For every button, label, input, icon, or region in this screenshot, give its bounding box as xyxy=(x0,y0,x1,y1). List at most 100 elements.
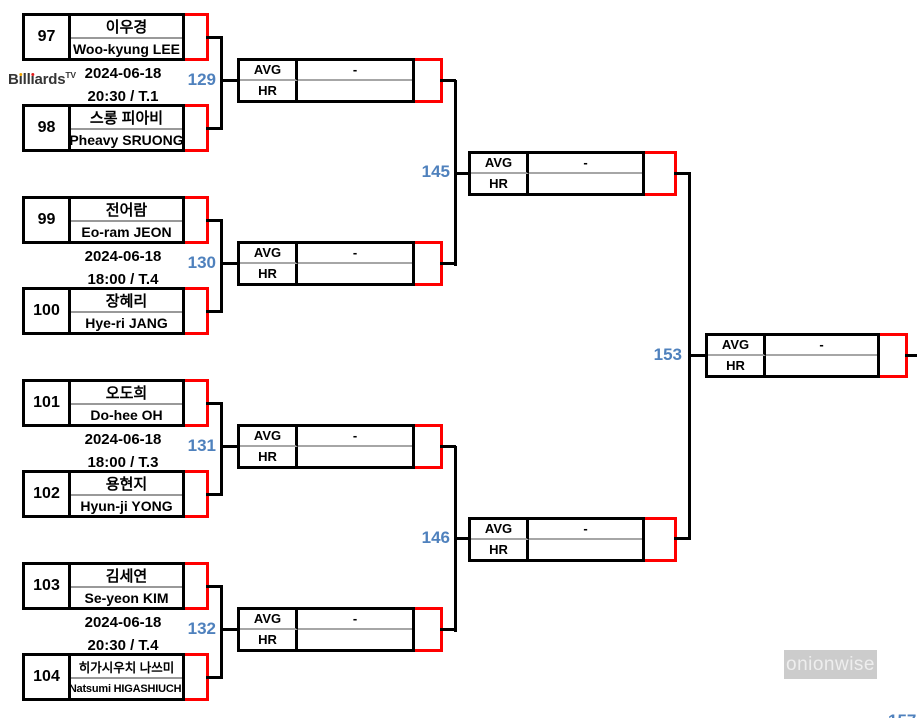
avg-value: - xyxy=(529,154,642,174)
match-time: 20:30 / T.4 xyxy=(87,637,159,654)
match-time: 18:00 / T.3 xyxy=(87,454,159,471)
avg-label: AVG xyxy=(240,427,298,447)
bracket-line xyxy=(220,36,223,130)
player-box: 97 이우경 Woo-kyung LEE xyxy=(22,13,185,61)
logo-tv-superscript: TV xyxy=(65,70,76,80)
stats-table: AVG - HR xyxy=(237,241,415,286)
bracket-line xyxy=(220,219,223,313)
hr-value xyxy=(529,540,642,560)
player-name-en: Do-hee OH xyxy=(90,406,163,423)
player-names: 장혜리 Hye-ri JANG xyxy=(71,290,182,332)
bracket-line xyxy=(440,262,456,265)
avg-value: - xyxy=(298,244,412,264)
player-box: 103 김세연 Se-yeon KIM xyxy=(22,562,185,610)
stats-table: AVG - HR xyxy=(705,333,880,378)
bracket-line xyxy=(206,493,223,496)
bracket-line xyxy=(440,628,456,631)
match-date: 2024-06-18 xyxy=(84,65,162,82)
hr-label: HR xyxy=(240,629,298,649)
player-name-kr: 스롱 피아비 xyxy=(71,107,182,131)
avg-label: AVG xyxy=(240,61,298,81)
avg-value: - xyxy=(766,336,877,356)
match-number: 153 xyxy=(653,345,682,364)
avg-label: AVG xyxy=(240,244,298,264)
hr-label: HR xyxy=(240,446,298,466)
bracket-line xyxy=(206,676,223,679)
player-names: 용현지 Hyun-ji YONG xyxy=(71,473,182,515)
match-group-131: 101 오도희 Do-hee OH 2024-06-18 18:00 / T.3… xyxy=(0,379,470,544)
bracket-line xyxy=(220,445,239,448)
hr-label: HR xyxy=(471,539,529,559)
score-cell xyxy=(415,607,443,652)
bracket-line xyxy=(206,36,223,39)
logo-i-red-dot: ı xyxy=(30,71,35,88)
match-date: 2024-06-18 xyxy=(84,431,162,448)
score-cell xyxy=(415,58,443,103)
match-group-130: 99 전어람 Eo-ram JEON 2024-06-18 18:00 / T.… xyxy=(0,196,470,361)
match-group-129: 97 이우경 Woo-kyung LEE 2024-06-18 20:30 / … xyxy=(0,13,470,178)
bracket-line xyxy=(220,585,223,679)
match-number: 146 xyxy=(421,528,450,547)
score-cell xyxy=(415,424,443,469)
player-names: 전어람 Eo-ram JEON xyxy=(71,199,182,241)
hr-label: HR xyxy=(240,263,298,283)
player-names: 김세연 Se-yeon KIM xyxy=(71,565,182,607)
player-names: 스롱 피아비 Pheavy SRUONG xyxy=(69,107,184,149)
score-cell xyxy=(880,333,908,378)
match-date: 2024-06-18 xyxy=(84,614,162,631)
score-cell xyxy=(415,241,443,286)
player-seed: 104 xyxy=(25,656,71,698)
next-match-number-partial: 157 xyxy=(888,711,916,718)
player-seed: 100 xyxy=(25,290,71,332)
avg-value: - xyxy=(298,610,412,630)
score-cell xyxy=(185,104,209,152)
hr-value xyxy=(529,174,642,194)
stats-table: AVG - HR xyxy=(237,607,415,652)
player-names: 오도희 Do-hee OH xyxy=(71,382,182,424)
watermark: onionwise xyxy=(784,650,877,679)
logo-text: ll xyxy=(22,71,31,88)
hr-label: HR xyxy=(240,80,298,100)
player-name-en: Pheavy SRUONG xyxy=(69,131,184,148)
avg-label: AVG xyxy=(240,610,298,630)
bracket-line xyxy=(220,628,239,631)
player-box: 99 전어람 Eo-ram JEON xyxy=(22,196,185,244)
bracket-line xyxy=(206,585,223,588)
bracket-line xyxy=(206,127,223,130)
match-number: 145 xyxy=(421,162,450,181)
bracket-line xyxy=(440,445,456,448)
match-number: 131 xyxy=(187,436,216,455)
bracket-line xyxy=(220,262,239,265)
player-names: 히가시우치 나쓰미 Natsumi HIGASHIUCHI xyxy=(68,656,185,698)
player-seed: 103 xyxy=(25,565,71,607)
hr-value xyxy=(766,356,877,376)
player-box: 98 스롱 피아비 Pheavy SRUONG xyxy=(22,104,185,152)
player-name-kr: 용현지 xyxy=(71,473,182,497)
billiards-tv-logo: BıllıardsTV xyxy=(8,70,76,88)
player-name-en: Eo-ram JEON xyxy=(81,223,172,240)
player-box: 102 용현지 Hyun-ji YONG xyxy=(22,470,185,518)
player-box: 104 히가시우치 나쓰미 Natsumi HIGASHIUCHI xyxy=(22,653,185,701)
hr-value xyxy=(298,81,412,101)
player-box: 101 오도희 Do-hee OH xyxy=(22,379,185,427)
avg-label: AVG xyxy=(708,336,766,356)
match-number: 132 xyxy=(187,619,216,638)
match-number: 129 xyxy=(187,70,216,89)
player-names: 이우경 Woo-kyung LEE xyxy=(71,16,182,58)
player-seed: 99 xyxy=(25,199,71,241)
player-name-en: Natsumi HIGASHIUCHI xyxy=(68,682,185,695)
avg-value: - xyxy=(298,61,412,81)
player-name-kr: 장혜리 xyxy=(71,290,182,314)
bracket-line xyxy=(206,219,223,222)
bracket-line xyxy=(905,354,917,357)
player-name-kr: 전어람 xyxy=(71,199,182,223)
stats-table: AVG - HR xyxy=(237,58,415,103)
player-seed: 101 xyxy=(25,382,71,424)
bracket-line xyxy=(674,172,691,175)
bracket-line xyxy=(454,537,468,540)
avg-value: - xyxy=(529,520,642,540)
match-time: 20:30 / T.1 xyxy=(87,88,159,105)
player-name-en: Woo-kyung LEE xyxy=(72,40,181,57)
player-seed: 102 xyxy=(25,473,71,515)
player-name-en: Hye-ri JANG xyxy=(85,314,168,331)
